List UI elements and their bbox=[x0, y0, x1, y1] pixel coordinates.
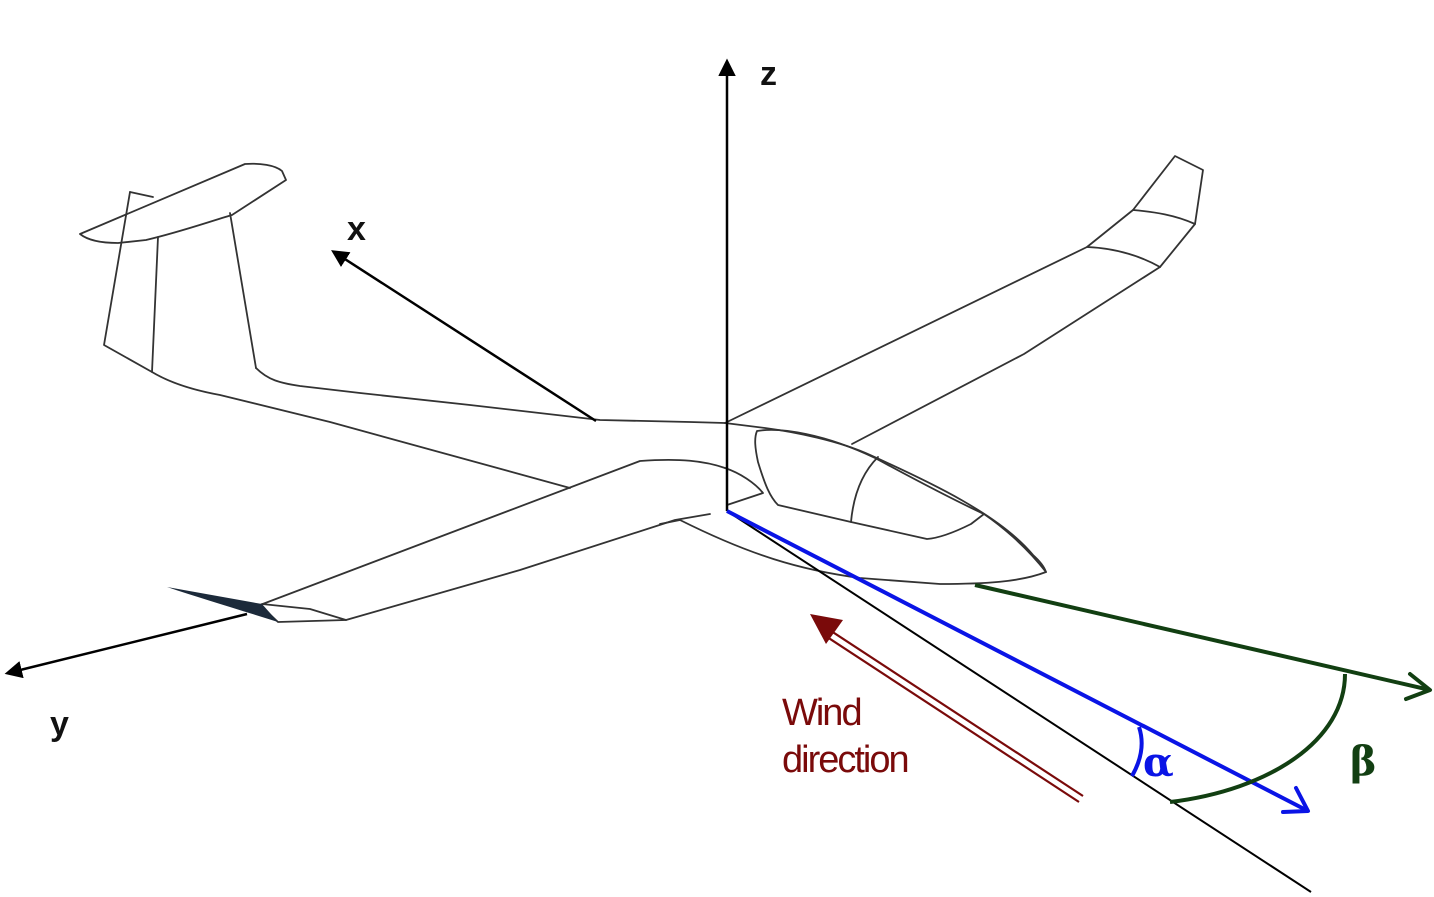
canopy-rear-line bbox=[983, 513, 1047, 573]
alpha-arrowhead bbox=[1281, 786, 1310, 814]
right-wing bbox=[724, 155, 1204, 445]
y-axis bbox=[4, 612, 248, 679]
y-axis-label: y bbox=[50, 705, 69, 743]
x-axis-label: x bbox=[347, 210, 366, 248]
left-wing bbox=[259, 458, 726, 623]
fin-hinge-line bbox=[229, 212, 257, 369]
beta-arc bbox=[1169, 673, 1347, 804]
glider-outline bbox=[79, 155, 1204, 623]
wind-arrow-line-1 bbox=[824, 626, 1084, 797]
right-wing-tip-line bbox=[1086, 246, 1161, 268]
alpha-arc bbox=[1130, 726, 1144, 777]
reference-line bbox=[726, 510, 1312, 893]
fin-top bbox=[129, 191, 154, 198]
z-axis-label: z bbox=[760, 55, 777, 93]
vertical-fin bbox=[103, 191, 159, 373]
fuselage-boom bbox=[255, 367, 726, 424]
wind-label-line-2: direction bbox=[782, 739, 908, 781]
x-axis bbox=[331, 250, 597, 423]
beta-arrowhead bbox=[1404, 672, 1432, 701]
wingtip-detail bbox=[167, 587, 278, 622]
alpha-label: α bbox=[1143, 739, 1174, 786]
canopy-frame bbox=[850, 456, 879, 523]
canopy bbox=[754, 429, 985, 540]
horizontal-stabilizer bbox=[79, 162, 287, 244]
beta-vector bbox=[974, 583, 1431, 692]
beta-label: β bbox=[1350, 738, 1377, 785]
wind-label-line-1: Wind bbox=[782, 692, 861, 734]
right-wing-tip-line-2 bbox=[1132, 209, 1196, 225]
fuselage-belly bbox=[151, 371, 571, 489]
wind-arrowhead bbox=[810, 614, 843, 644]
left-wing-root bbox=[724, 467, 764, 506]
alpha-vector bbox=[726, 509, 1309, 813]
left-wing-flap-line bbox=[261, 603, 347, 621]
wind-arrow-line-2 bbox=[820, 632, 1080, 803]
